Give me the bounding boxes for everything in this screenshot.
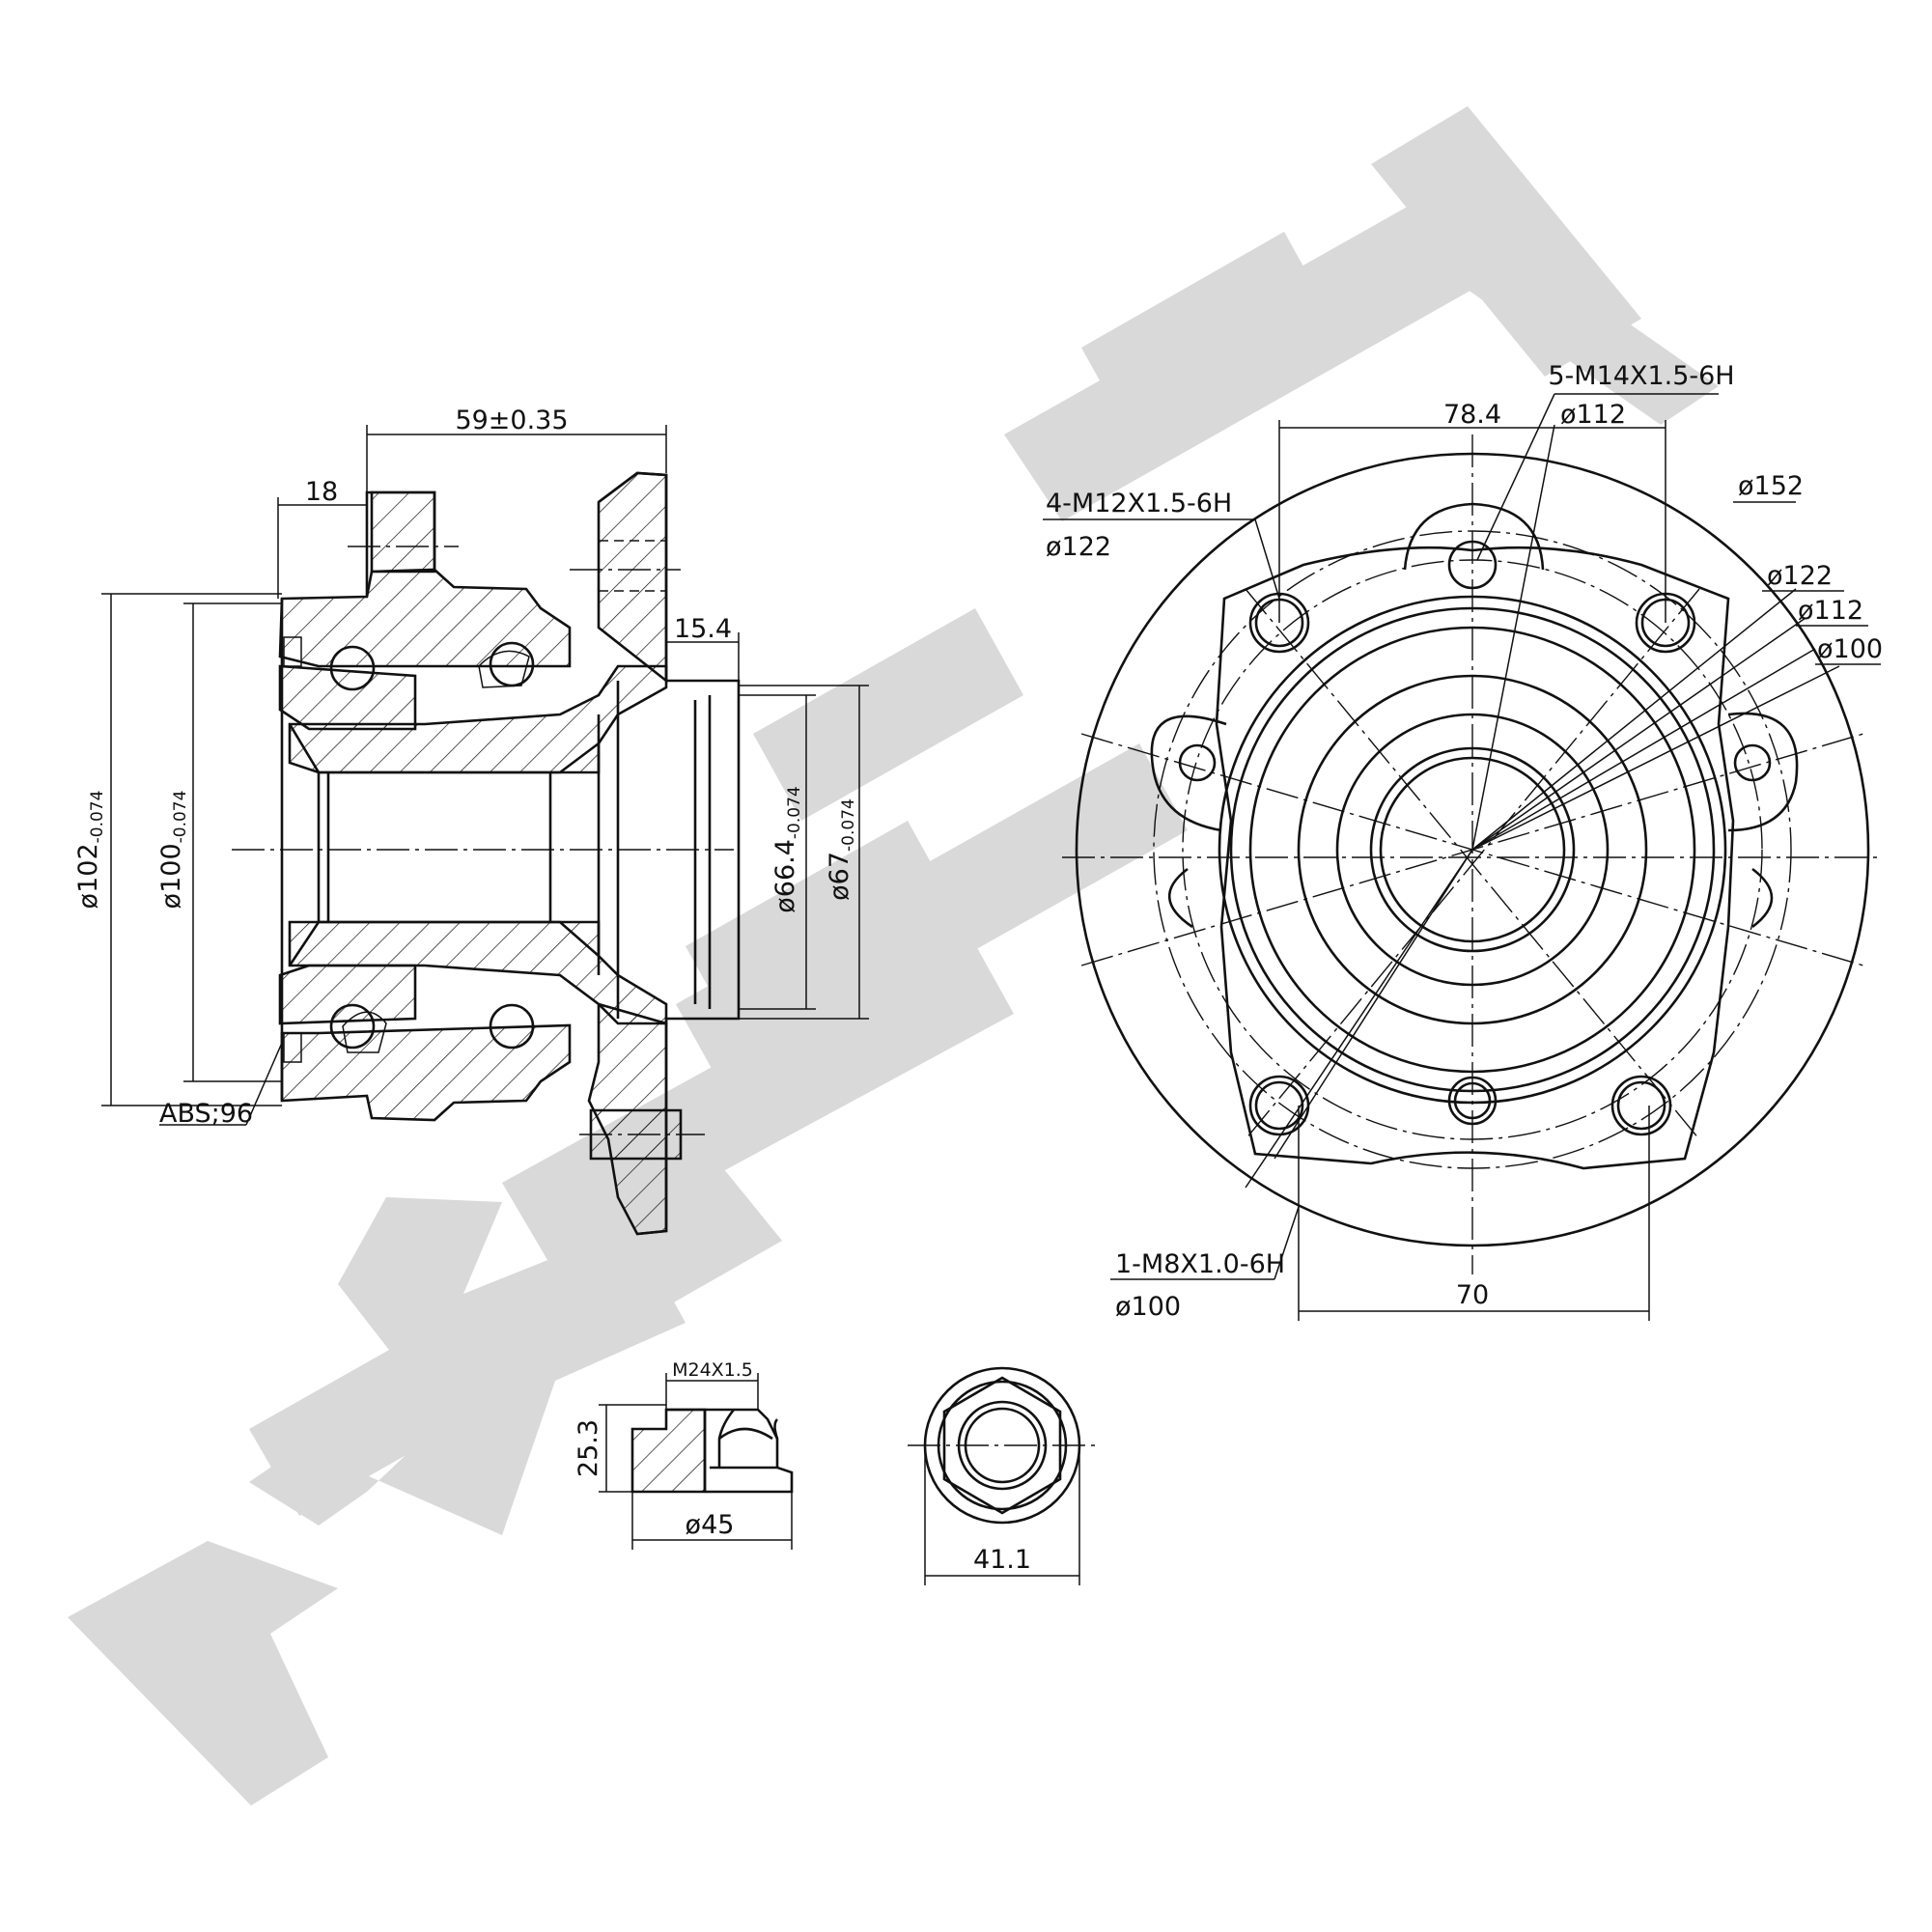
nut-front-view: [908, 1366, 1097, 1585]
sensor-hole-label: 1-M8X1.0-6H: [1115, 1249, 1285, 1279]
dim-diameter-100: ø100: [1817, 634, 1883, 664]
nut-across-flats: 41.1: [973, 1545, 1031, 1575]
dim-flange-offset: 18: [305, 477, 338, 507]
abs-label: ABS;96: [159, 1099, 253, 1129]
dim-diameter-100: ø100-0.074: [156, 791, 190, 910]
studs-span: 78.4: [1443, 400, 1501, 430]
dim-diameter-112: ø112: [1798, 596, 1863, 626]
dim-flange-width: 59±0.35: [455, 406, 568, 435]
mount-holes-label: 4-M12X1.5-6H: [1046, 489, 1232, 518]
dim-diameter-152: ø152: [1738, 471, 1804, 501]
svg-text:25.3: 25.3: [574, 1419, 603, 1477]
studs-pcd: ø112: [1560, 400, 1626, 430]
nut-height: 25.3: [574, 1419, 603, 1477]
dim-bottom-span: 70: [1456, 1280, 1489, 1310]
sensor-hole-pcd: ø100: [1115, 1292, 1181, 1322]
side-section-view: [101, 425, 869, 1236]
svg-text:ø100-0.074: ø100-0.074: [156, 791, 190, 910]
svg-text:ø66.4-0.074: ø66.4-0.074: [770, 786, 804, 912]
dim-diameter-66-4: ø66.4-0.074: [770, 786, 804, 912]
studs-label: 5-M14X1.5-6H: [1548, 361, 1734, 391]
nut-side-view: [599, 1373, 794, 1550]
svg-text:ø102-0.074: ø102-0.074: [73, 791, 107, 910]
front-view: [1043, 393, 1883, 1321]
dim-pilot-length: 15.4: [674, 614, 732, 644]
svg-text:ø67-0.074: ø67-0.074: [825, 798, 858, 901]
dim-diameter-122: ø122: [1767, 561, 1833, 591]
nut-thread: M24X1.5: [672, 1359, 753, 1381]
dim-diameter-102: ø102-0.074: [73, 791, 107, 910]
nut-flange-diameter: ø45: [686, 1510, 735, 1540]
dim-diameter-67: ø67-0.074: [825, 798, 858, 901]
mount-holes-pcd: ø122: [1046, 532, 1111, 562]
